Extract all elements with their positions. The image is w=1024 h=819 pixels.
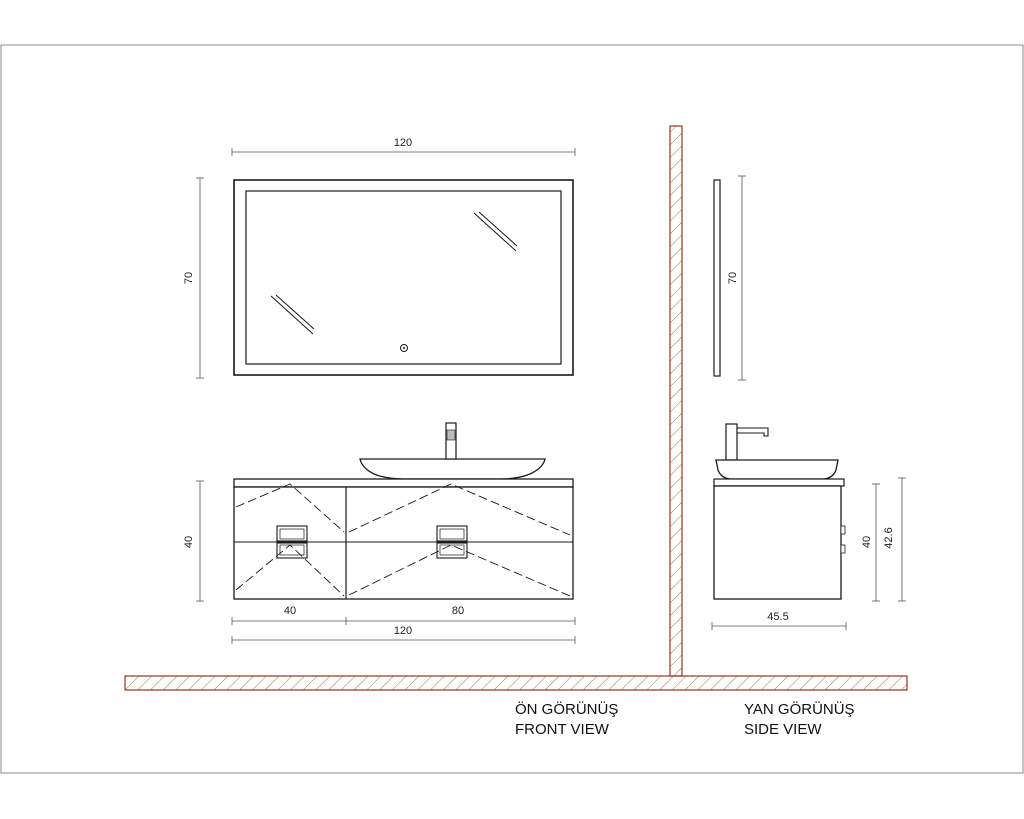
side-total-height-label: 42.6 xyxy=(883,527,895,548)
side-total-height-dimension: 42.6 xyxy=(883,477,906,602)
floor xyxy=(124,675,908,691)
mirror-width-dimension: 120 xyxy=(231,137,576,156)
side-cabinet-height-dimension: 40 xyxy=(861,483,880,602)
left-section-width-label: 40 xyxy=(284,605,296,617)
drawer-handle-icon xyxy=(276,525,308,559)
cabinet-total-dimension: 120 xyxy=(231,625,576,644)
drawer-handle-icon xyxy=(436,525,468,559)
front-cabinet xyxy=(233,478,574,600)
wall-vertical xyxy=(669,125,683,677)
touch-switch-icon xyxy=(400,344,408,352)
cabinet-section-dimension: 40 80 xyxy=(231,605,576,625)
side-depth-dimension: 45.5 xyxy=(711,611,847,630)
front-view-caption-tr: ÖN GÖRÜNÜŞ xyxy=(515,700,618,718)
mirror-height-dimension: 70 xyxy=(183,177,204,379)
cabinet-total-width-label: 120 xyxy=(394,625,412,637)
faucet-icon xyxy=(725,423,769,461)
side-cabinet-height-label: 40 xyxy=(861,536,873,548)
side-depth-label: 45.5 xyxy=(767,611,788,623)
front-view-caption-en: FRONT VIEW xyxy=(515,721,610,738)
drawing-frame xyxy=(0,44,1024,774)
front-basin xyxy=(359,458,546,480)
cabinet-height-dimension: 40 xyxy=(183,480,204,602)
side-mirror-height-label: 70 xyxy=(727,272,739,284)
side-mirror xyxy=(713,179,721,377)
mirror-width-label: 120 xyxy=(394,137,412,149)
side-view-caption-tr: YAN GÖRÜNÜŞ xyxy=(744,700,855,718)
side-mirror-height-dimension: 70 xyxy=(727,175,746,381)
side-basin xyxy=(715,459,839,480)
side-view-caption-en: SIDE VIEW xyxy=(744,721,822,738)
mirror-height-label: 70 xyxy=(183,272,195,284)
cabinet-height-label: 40 xyxy=(183,536,195,548)
front-mirror xyxy=(233,179,574,376)
side-cabinet xyxy=(713,478,846,600)
faucet-icon xyxy=(445,422,457,460)
right-section-width-label: 80 xyxy=(452,605,464,617)
